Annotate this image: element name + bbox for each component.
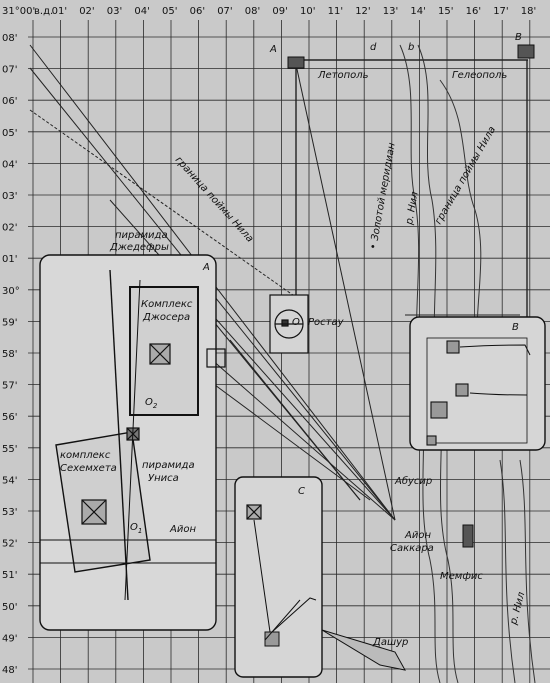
left-axis-tick: 50' (2, 602, 17, 613)
top-axis-tick: 14' (410, 6, 425, 17)
top-axis-tick: 07' (217, 6, 232, 17)
top-axis-tick: 09' (272, 6, 287, 17)
top-axis-origin: 31°00' (2, 6, 35, 17)
dahshur-label: Дашур (372, 637, 408, 648)
djoser-label-line1: Комплекс (141, 299, 193, 310)
inset-b (409, 316, 546, 451)
abusir-pyramid-icon-4 (426, 435, 437, 446)
sekhemkhet-pyramid-icon (81, 499, 107, 525)
left-axis-tick: 49' (2, 633, 17, 644)
top-axis: 31°00'в.д.01' 02' 03' 04' 05' 06' 07' 08' 09' 10'… (2, 6, 536, 17)
rostau-label: Ростау (308, 317, 345, 328)
left-axis-tick: 08' (2, 33, 17, 44)
top-axis-tick: 16' (466, 6, 481, 17)
djedefra-label-line1: пирамида (115, 230, 168, 241)
letopol-marker (287, 56, 305, 69)
top-axis-tick: 05' (162, 6, 177, 17)
unas-label-line2: Униса (148, 473, 179, 484)
djoser-pyramid-icon (149, 343, 171, 365)
sekhemkhet-label-line2: Сехемхета (60, 463, 117, 474)
left-axis-tick: 48' (2, 665, 17, 676)
inset-b-label: B (512, 322, 519, 333)
djedefra-label-line2: Джедефры (109, 242, 169, 253)
top-axis-tick: 12' (355, 6, 370, 17)
sekhemkhet-label-line1: комплекс (60, 450, 111, 461)
alignment-lines (29, 44, 528, 521)
left-axis: 08' 07' 06' 05' 04' 03' 02' 01' 30° 59' 58' 57' 56' 5… (2, 33, 20, 676)
left-axis-tick: 05' (2, 128, 17, 139)
abusir-label: Абусир (394, 475, 432, 487)
top-axis-tick: 13' (383, 6, 398, 17)
o1-label: O1 (130, 522, 142, 535)
top-axis-tick: 02' (79, 6, 94, 17)
memphis-label: Мемфис (440, 571, 483, 582)
inset-c-label: C (298, 486, 305, 497)
left-axis-tick: 51' (2, 570, 17, 581)
top-axis-tick: 18' (521, 6, 536, 17)
left-axis-tick: 54' (2, 475, 17, 486)
left-axis-tick: 04' (2, 159, 17, 170)
rostau-site (269, 294, 309, 354)
inset-a-label: A (202, 262, 210, 273)
left-axis-tick: 59' (2, 317, 17, 328)
left-axis-tick: 53' (2, 507, 17, 518)
ayon-inset-label: Айон (169, 524, 196, 535)
left-axis-tick: 52' (2, 539, 17, 550)
abusir-pyramid-icon-2 (455, 383, 469, 397)
dahshur-pyramid-icon-1 (246, 504, 262, 520)
left-axis-tick: 01' (2, 254, 17, 265)
abusir-pyramid-icon-1 (446, 340, 460, 354)
left-axis-tick: 56' (2, 412, 17, 423)
left-axis-tick: 03' (2, 191, 17, 202)
point-b-label: B (515, 32, 522, 43)
top-axis-tick: 08' (245, 6, 260, 17)
left-axis-tick: 58' (2, 349, 17, 360)
top-axis-tick: 15' (438, 6, 453, 17)
memphis-marker (462, 524, 474, 548)
geliopol-marker (517, 44, 535, 59)
top-axis-suffix: в.д. (34, 6, 53, 17)
inset-c (234, 476, 323, 678)
point-d-label: d (370, 42, 377, 53)
left-axis-tick: 57' (2, 381, 17, 392)
dahshur-area (321, 629, 406, 671)
ayon-main-label: Айон (404, 530, 431, 541)
dahshur-pyramid-icon-2 (264, 631, 280, 647)
unas-label-line1: пирамида (142, 460, 195, 471)
abusir-pyramid-icon-3 (430, 401, 448, 419)
saqqara-label: Саккара (390, 543, 434, 554)
left-axis-tick: 55' (2, 444, 17, 455)
geliopol-label: Гелеополь (452, 70, 507, 81)
top-axis-tick: 11' (328, 6, 343, 17)
left-axis-tick: 06' (2, 96, 17, 107)
top-axis-tick: 06' (190, 6, 205, 17)
rostau-o-label: O (292, 317, 300, 328)
top-axis-tick: 17' (493, 6, 508, 17)
point-a-label: A (269, 44, 277, 55)
top-axis-tick: 04' (134, 6, 149, 17)
point-b-small-label: b (408, 42, 414, 53)
letopol-label: Летополь (317, 70, 369, 81)
left-axis-tick: 07' (2, 65, 17, 76)
top-axis-tick: 03' (107, 6, 122, 17)
djoser-label-line2: Джосера (142, 312, 190, 323)
top-axis-tick: 10' (300, 6, 315, 17)
left-axis-tick: 30° (2, 286, 20, 297)
left-axis-tick: 02' (2, 223, 17, 234)
top-axis-tick: 01' (52, 6, 67, 17)
o2-label: O2 (145, 397, 158, 410)
inset-a (39, 254, 226, 631)
